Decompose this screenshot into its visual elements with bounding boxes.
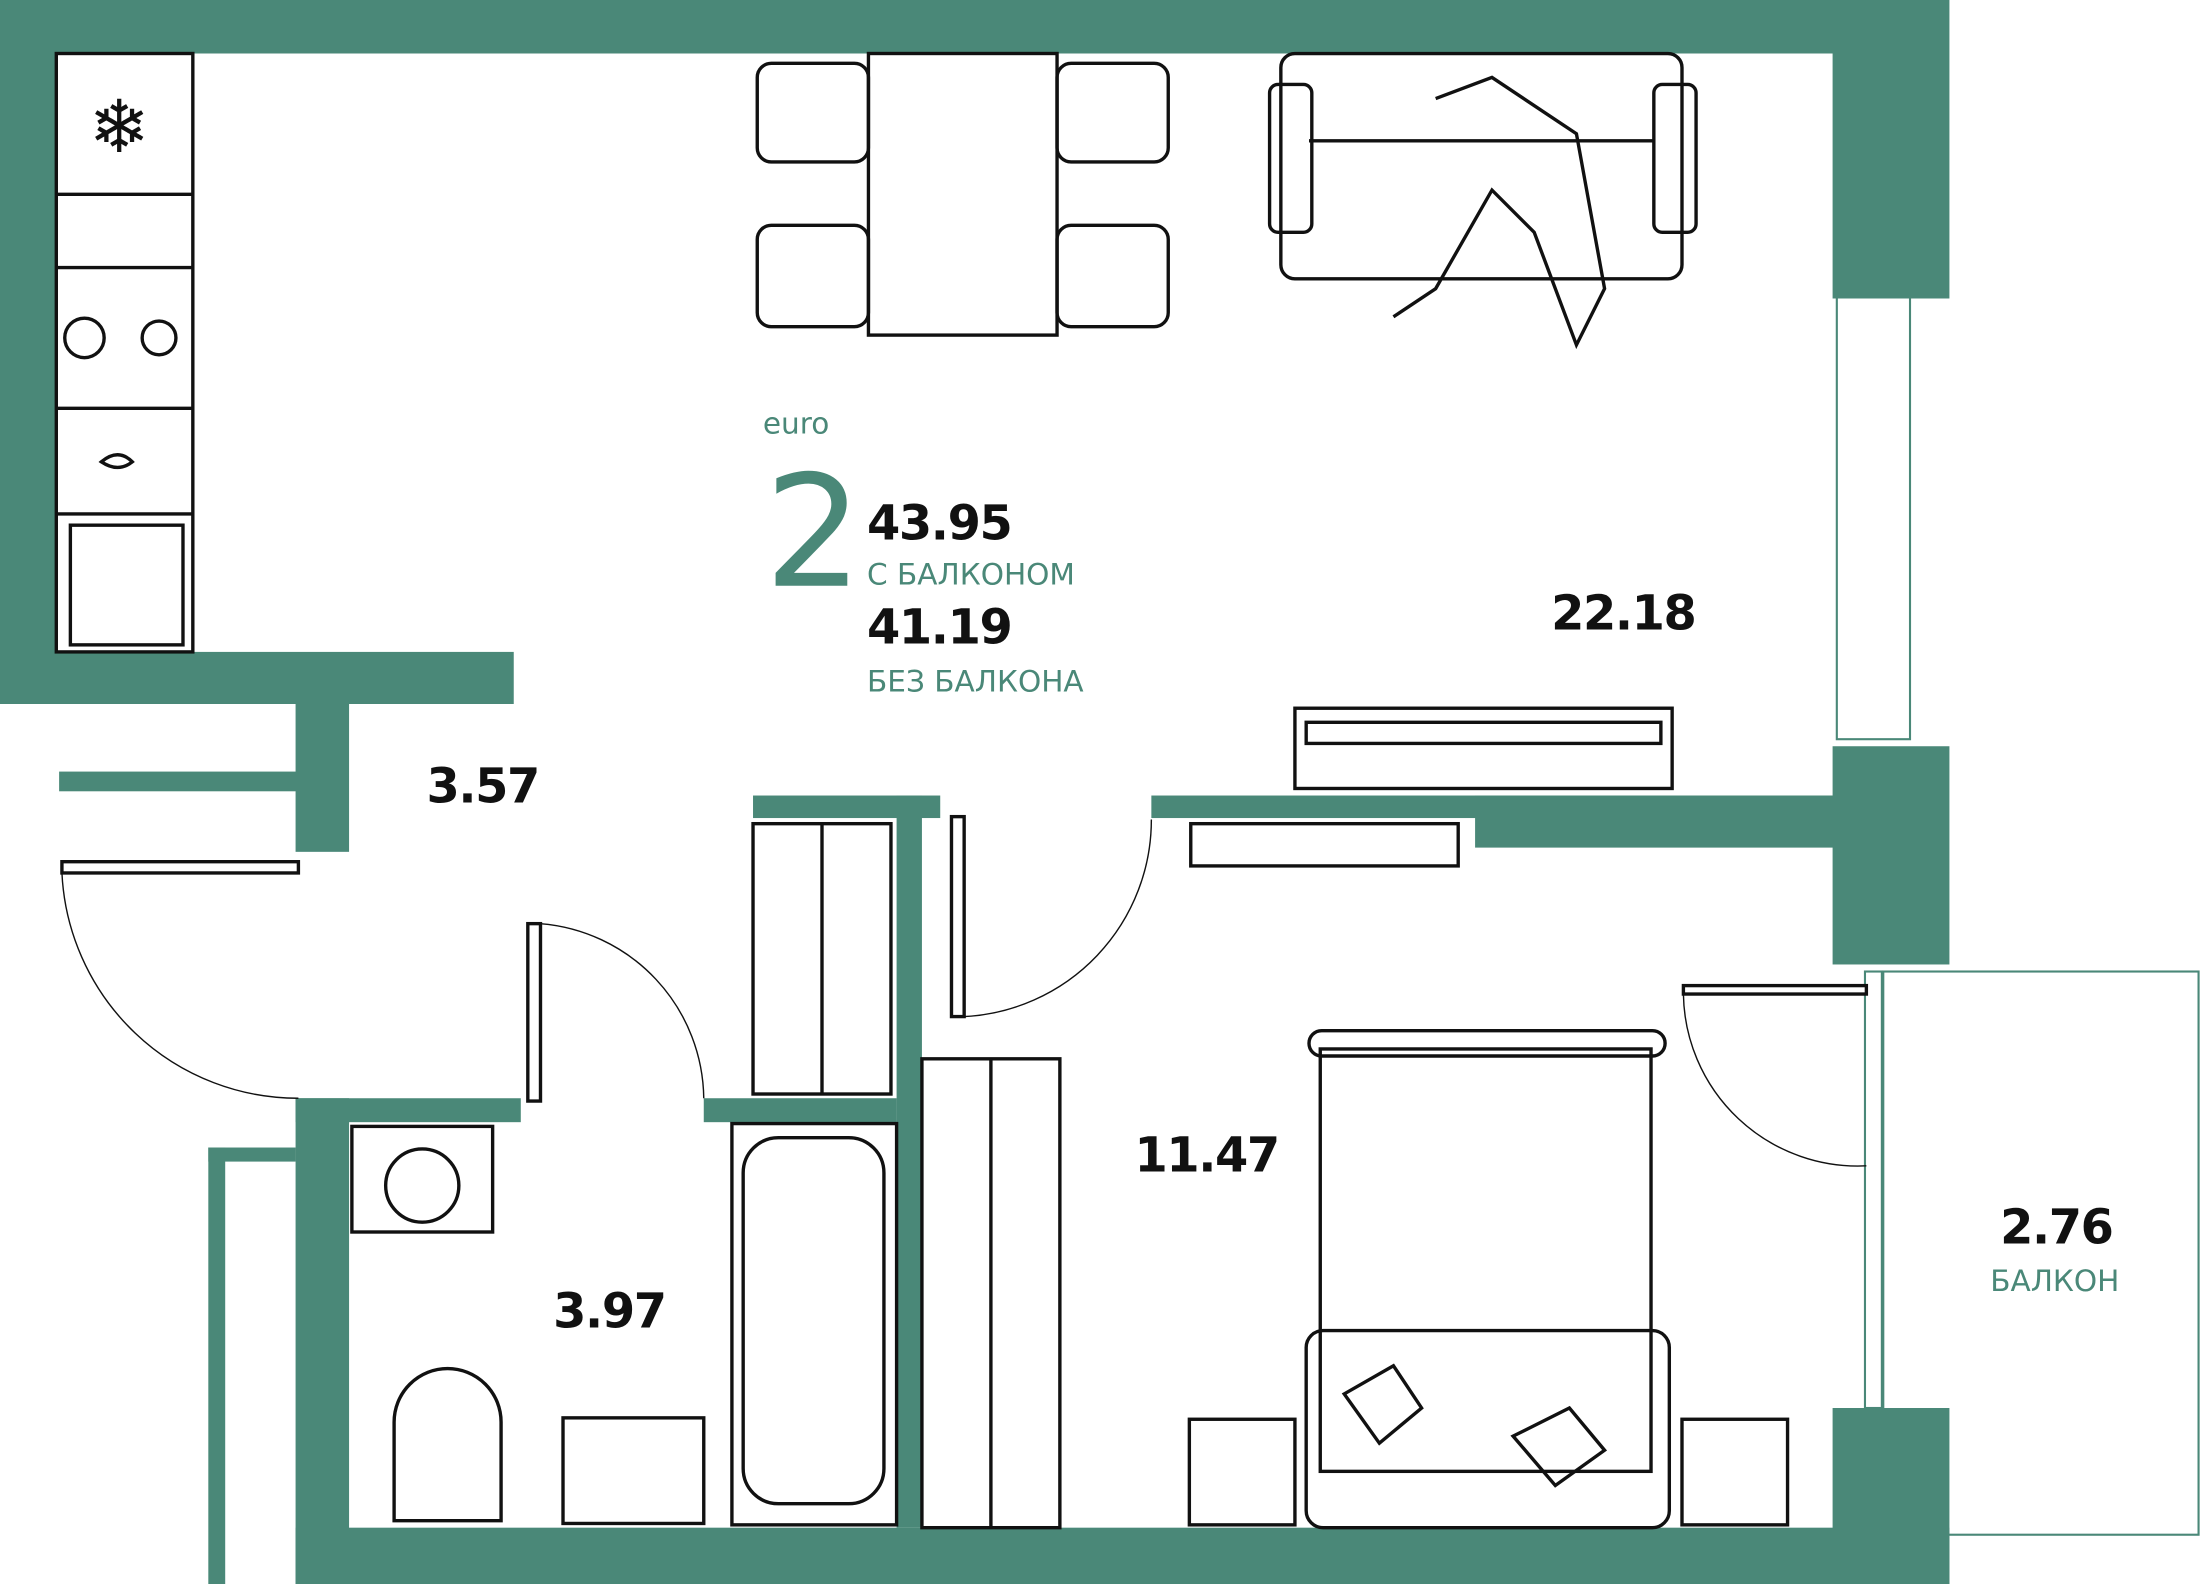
freezer-snowflake-icon: ❄ <box>89 87 150 168</box>
bedroom-tv <box>1189 821 1460 868</box>
with-balcony-label: С БАЛКОНОМ <box>867 557 1075 591</box>
apartment-type-label: euro <box>763 407 829 441</box>
bathroom-fixtures <box>350 1121 899 1527</box>
room-area-living-kitchen: 22.18 <box>1551 586 1695 641</box>
bed <box>1187 1028 1790 1530</box>
total-area-without-balcony: 41.19 <box>867 600 1011 655</box>
room-area-bedroom: 11.47 <box>1134 1128 1278 1183</box>
dining-table <box>755 51 1170 337</box>
rooms-count: 2 <box>764 442 863 623</box>
balcony-label: БАЛКОН <box>1990 1264 2119 1298</box>
room-area-hallway: 3.57 <box>426 760 538 815</box>
tv-stand <box>1293 706 1674 791</box>
walls <box>0 0 1950 1584</box>
balcony-door-frame <box>1863 970 1883 1410</box>
doors <box>60 814 1869 1167</box>
wardrobes <box>751 821 1062 1530</box>
room-area-balcony: 2.76 <box>2000 1200 2112 1255</box>
window <box>1835 287 1912 741</box>
room-area-bathroom: 3.97 <box>553 1285 665 1340</box>
balcony-outline <box>1882 970 2200 1536</box>
sofa <box>1267 51 1698 350</box>
kitchen-unit: ❄ <box>54 51 195 654</box>
without-balcony-label: БЕЗ БАЛКОНА <box>867 664 1084 698</box>
tv <box>1304 720 1663 746</box>
total-area-with-balcony: 43.95 <box>867 496 1011 551</box>
